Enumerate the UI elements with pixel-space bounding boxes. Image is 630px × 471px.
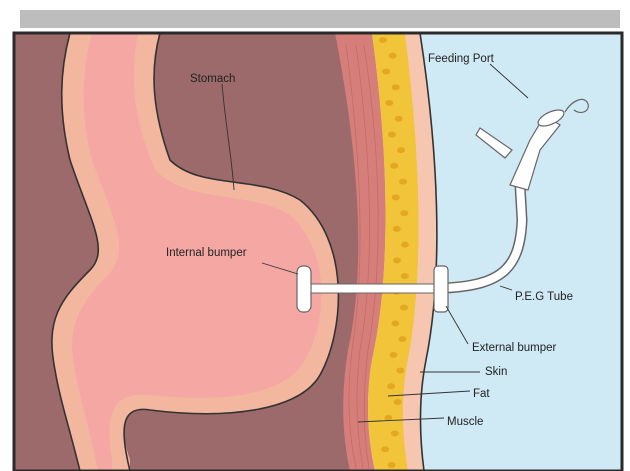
fat-spot bbox=[389, 352, 397, 358]
fat-spot bbox=[399, 179, 407, 185]
fat-spot bbox=[388, 131, 396, 137]
internal-bumper bbox=[297, 266, 311, 312]
fat-spot bbox=[388, 462, 396, 468]
label-muscle: Muscle bbox=[447, 416, 483, 428]
label-stomach: Stomach bbox=[190, 73, 235, 85]
fat-spot bbox=[385, 100, 393, 106]
fat-spot bbox=[392, 194, 400, 200]
fat-spot bbox=[381, 446, 389, 452]
fat-spot bbox=[400, 210, 408, 216]
fat-spot bbox=[387, 383, 395, 389]
fat-spot bbox=[391, 431, 399, 437]
fat-spot bbox=[389, 53, 397, 59]
label-external-bumper: External bumper bbox=[472, 342, 557, 354]
fat-spot bbox=[401, 273, 409, 279]
fat-spot bbox=[392, 84, 400, 90]
fat-spot bbox=[398, 336, 406, 342]
fat-spot bbox=[393, 257, 401, 263]
external-bumper bbox=[434, 266, 448, 312]
fat-spot bbox=[379, 37, 387, 43]
fat-spot bbox=[391, 320, 399, 326]
fat-spot bbox=[394, 399, 402, 405]
fat-spot bbox=[393, 226, 401, 232]
label-fat: Fat bbox=[473, 388, 490, 400]
tube-shaft bbox=[305, 284, 445, 293]
top-bar bbox=[20, 10, 620, 28]
label-peg-tube: P.E.G Tube bbox=[515, 291, 573, 303]
fat-spot bbox=[400, 305, 408, 311]
label-internal-bumper: Internal bumper bbox=[166, 247, 247, 259]
fat-spot bbox=[384, 415, 392, 421]
fat-spot bbox=[382, 68, 390, 74]
label-feeding-port: Feeding Port bbox=[428, 53, 495, 65]
fat-spot bbox=[395, 116, 403, 122]
fat-spot bbox=[396, 368, 404, 374]
fat-spot bbox=[390, 163, 398, 169]
fat-spot bbox=[401, 242, 409, 248]
fat-spot bbox=[397, 147, 405, 153]
label-skin: Skin bbox=[485, 366, 507, 378]
